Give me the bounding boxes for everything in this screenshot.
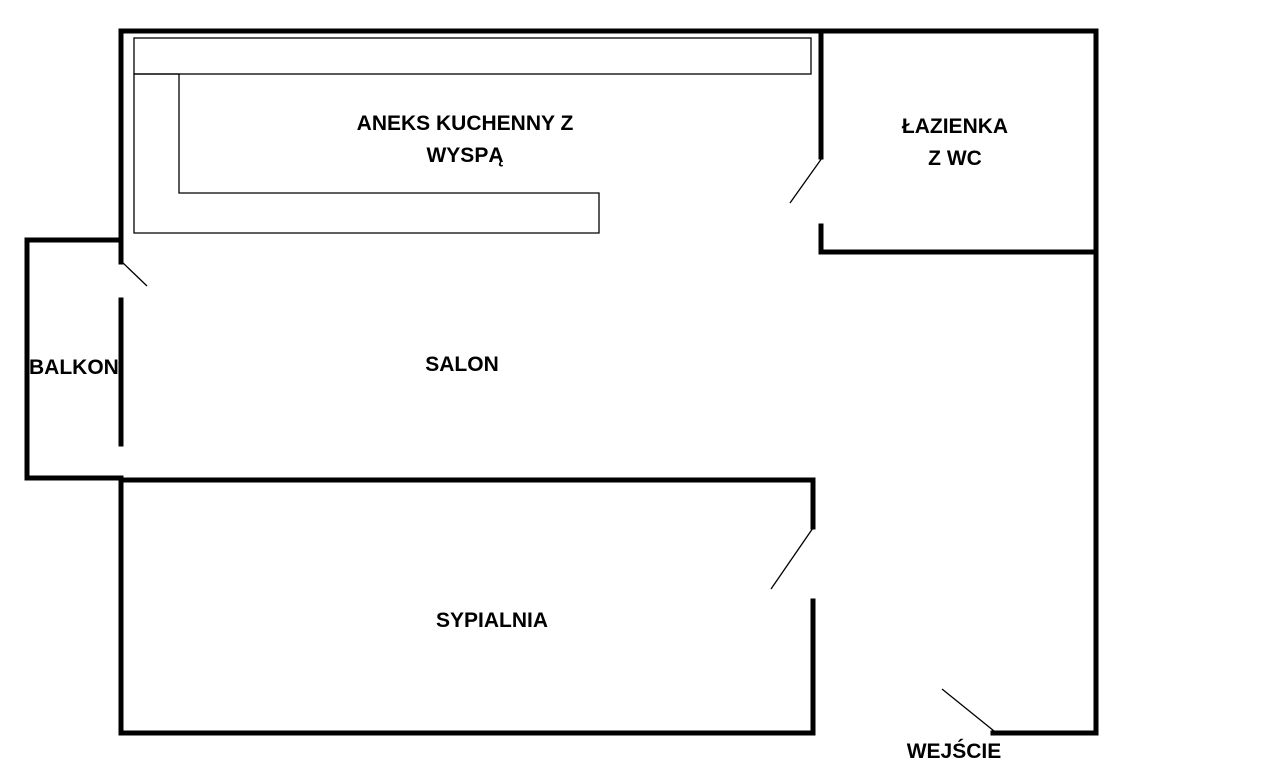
bathroom-walls [818,28,1099,255]
bathroom-label: ŁAZIENKA Z WC [885,111,1025,175]
kitchen-label-line1: ANEKS KUCHENNY Z [356,112,574,135]
balcony-outline [24,237,124,481]
kitchen-island-outline [133,73,600,234]
bedroom-door [770,527,814,590]
kitchen-label: ANEKS KUCHENNY Z WYSPĄ [340,108,590,172]
kitchen-counters [133,37,812,234]
bedroom-label: SYPIALNIA [435,609,548,632]
bathroom-label-line1: ŁAZIENKA [901,115,1009,138]
entrance-label: WEJŚCIE [906,740,1002,763]
doors [121,157,995,732]
bedroom-walls [118,477,816,736]
outer-walls [118,28,1099,736]
living-room-label: SALON [425,353,499,376]
balcony-walls [24,237,124,481]
balcony-label: BALKON [29,356,119,379]
counter-outline [133,37,812,75]
balcony-door [121,261,148,287]
kitchen-label-line2: WYSPĄ [426,144,504,167]
bathroom-label-line2: Z WC [928,147,982,170]
bathroom-door [789,157,823,204]
entrance-door [941,688,995,732]
